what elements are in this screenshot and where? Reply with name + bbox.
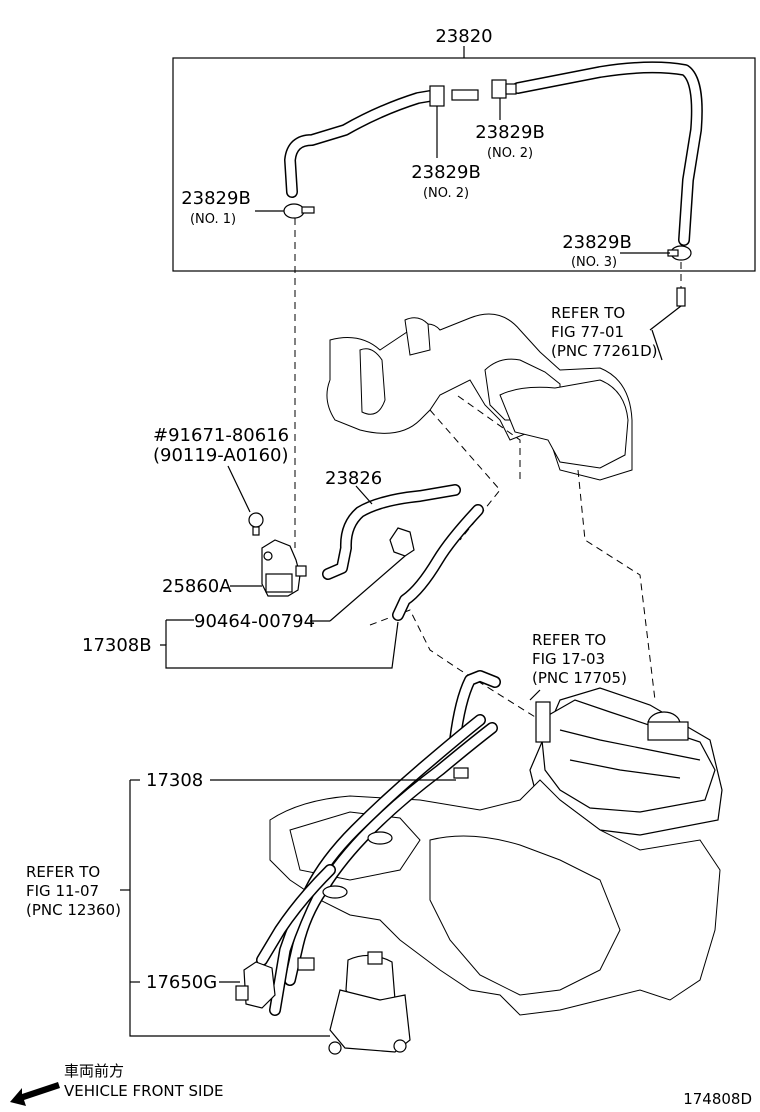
label-23829b-no2-right-sub: (NO. 2): [487, 146, 533, 161]
ref-17-line2: FIG 17-03: [532, 650, 605, 668]
vacuum-valve-17650g: [235, 961, 276, 1009]
engine-intake-outline: [326, 313, 633, 481]
direction-label-en: VEHICLE FRONT SIDE: [64, 1082, 224, 1100]
bolt-91671: [227, 465, 264, 536]
ref-11-line1: REFER TO: [26, 863, 100, 881]
ref-17-line1: REFER TO: [532, 631, 606, 649]
hose-kit-box-23820: [172, 46, 756, 272]
air-cleaner-assembly: [529, 687, 723, 836]
label-23829b-no3: 23829B: [562, 232, 632, 253]
label-17650g: 17650G: [146, 972, 217, 993]
label-23826: 23826: [325, 468, 382, 489]
hose-clamp-no3: [667, 245, 692, 261]
label-23829b-no1-sub: (NO. 1): [190, 212, 236, 227]
label-bolt-line1: #91671-80616: [153, 425, 289, 446]
label-23829b-no2-right: 23829B: [475, 122, 545, 143]
front-direction-arrow-icon: [10, 1082, 60, 1106]
ref-77-line2: FIG 77-01: [551, 323, 624, 341]
ref-77-line1: REFER TO: [551, 304, 625, 322]
label-25860a: 25860A: [162, 576, 232, 597]
hose-joint-connector: [429, 79, 517, 107]
diagram-id: 174808D: [683, 1090, 752, 1108]
ref-77-line3: (PNC 77261D): [551, 342, 657, 360]
ref-17-line3: (PNC 17705): [532, 669, 627, 687]
ref-11-line3: (PNC 12360): [26, 901, 121, 919]
ref-11-line2: FIG 11-07: [26, 882, 99, 900]
label-23829b-no2-left: 23829B: [411, 162, 481, 183]
fuel-vapor-hose-17308: [256, 714, 498, 1016]
hose-clip-90464: [329, 527, 415, 622]
label-23829b-no3-sub: (NO. 3): [571, 255, 617, 270]
label-23820: 23820: [435, 26, 492, 47]
label-bolt-line2: (90119-A0160): [153, 445, 289, 466]
label-23829b-no1: 23829B: [181, 188, 251, 209]
vacuum-switching-valve-25860a: [230, 539, 307, 597]
vacuum-hose-right: [512, 61, 703, 246]
hose-17308b: [392, 504, 484, 621]
label-17308b: 17308B: [82, 635, 152, 656]
hose-to-air-cleaner: [449, 670, 501, 746]
hose-23826: [322, 484, 461, 580]
label-90464: 90464-00794: [194, 611, 315, 632]
label-17308: 17308: [146, 770, 203, 791]
direction-label-jp: 車両前方: [64, 1062, 124, 1080]
label-23829b-no2-left-sub: (NO. 2): [423, 186, 469, 201]
vacuum-hose-left: [284, 90, 436, 198]
charcoal-canister-bracket: [328, 951, 411, 1055]
hose-clamp-no1: [283, 203, 315, 219]
